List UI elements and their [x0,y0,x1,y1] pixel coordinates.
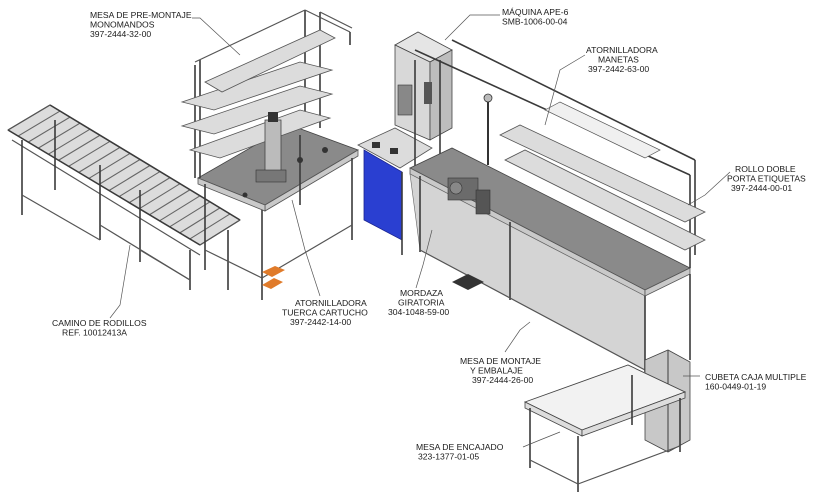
label-camino-rodillos: CAMINO DE RODILLOS REF. 10012413A [52,318,149,338]
callout-labels: MESA DE PRE-MONTAJE MONOMANDOS 397-2444-… [52,7,809,462]
montaje-table [409,39,706,372]
conveyor-roller [139,183,181,210]
mordaza-station [357,127,441,255]
premontaje-table [180,9,359,300]
conveyor-roller [78,146,121,173]
label-rollo-doble: ROLLO DOBLE PORTA ETIQUETAS 397-2444-00-… [727,164,808,193]
conveyor-roller [149,189,191,216]
machine-ape6 [394,31,453,175]
conveyor-roller [58,134,101,161]
label-mesa-montaje: MESA DE MONTAJE Y EMBALAJE 397-2444-26-0… [460,356,543,385]
conveyor-roller [179,207,221,234]
conveyor-roller [159,195,201,222]
conveyor-roller [88,152,131,179]
label-atornilladora-manetas: ATORNILLADORA MANETAS 397-2442-63-00 [586,45,660,74]
conveyor-roller [128,177,171,204]
conveyor-roller [98,159,141,185]
label-atornilladora-tuerca: ATORNILLADORA TUERCA CARTUCHO 397-2442-1… [282,298,370,327]
conveyor-roller [108,165,151,191]
conveyor-roller [189,213,231,240]
label-cubeta-caja: CUBETA CAJA MULTIPLE 160-0449-01-19 [705,372,809,392]
leader-lines [109,14,731,448]
conveyor-roller [38,122,81,149]
label-maquina-ape6: MÁQUINA APE-6 SMB-1006-00-04 [502,7,571,27]
conveyor-roller [169,201,211,228]
conveyor-roller [68,140,111,167]
label-mesa-premontaje: MESA DE PRE-MONTAJE MONOMANDOS 397-2444-… [90,10,194,39]
label-mordaza-giratoria: MORDAZA GIRATORIA 304-1048-59-00 [388,288,449,317]
conveyor-roller [17,110,61,137]
conveyor-roller [118,171,161,198]
conveyor-roller [27,116,71,143]
encajado-table [523,364,687,492]
label-mesa-encajado: MESA DE ENCAJADO 323-1377-01-05 [416,442,506,462]
roller-conveyor [7,104,241,290]
